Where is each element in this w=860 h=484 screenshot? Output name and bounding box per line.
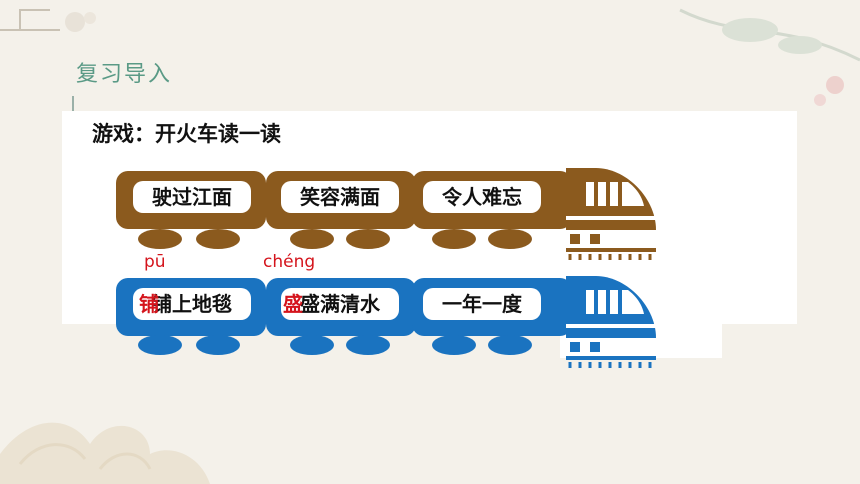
pinyin-annotation: chéng: [263, 252, 316, 272]
wheel: [432, 335, 476, 355]
word-card[interactable]: 一年一度: [423, 288, 541, 320]
word-card[interactable]: 令人难忘: [423, 181, 541, 213]
word-card[interactable]: 笑容满面: [281, 181, 399, 213]
wheel: [196, 335, 240, 355]
blossom-branch-icon: [679, 8, 860, 106]
word-card[interactable]: 驶过江面: [133, 181, 251, 213]
wheel: [138, 229, 182, 249]
section-title: 复习导入: [76, 62, 173, 87]
wheel: [346, 229, 390, 249]
corner-ornament-icon: [0, 9, 96, 32]
wheel: [488, 335, 532, 355]
wheel: [138, 335, 182, 355]
highlighted-character: 铺: [139, 292, 159, 316]
wheel: [290, 229, 334, 249]
locomotive-icon: [566, 276, 656, 368]
word-card[interactable]: 盛满清水: [281, 288, 399, 320]
wheel: [346, 335, 390, 355]
locomotive-icon: [566, 168, 656, 260]
pinyin-annotation: pū: [144, 252, 166, 272]
wheel: [488, 229, 532, 249]
highlighted-character: 盛: [283, 292, 303, 316]
wheel: [196, 229, 240, 249]
word-card[interactable]: 铺上地毯: [133, 288, 251, 320]
cloud-pattern-icon: [0, 422, 210, 484]
game-heading: 游戏：开火车读一读: [92, 122, 281, 146]
wheel: [290, 335, 334, 355]
wheel: [432, 229, 476, 249]
